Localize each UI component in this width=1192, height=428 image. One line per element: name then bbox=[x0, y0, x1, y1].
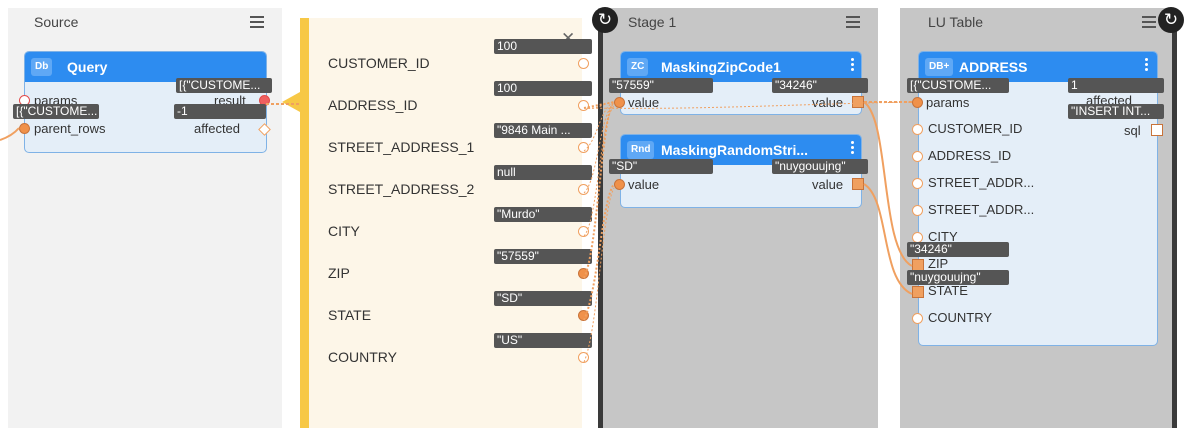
random-output-value-tag: "nuygouujng" bbox=[772, 159, 868, 174]
address-sql-value-tag: "INSERT INT... bbox=[1068, 104, 1164, 119]
field-port[interactable] bbox=[578, 352, 589, 363]
field-label: CITY bbox=[328, 223, 360, 239]
random-input-port[interactable] bbox=[614, 179, 625, 190]
fields-pointer-icon bbox=[282, 92, 300, 112]
field-value-tag: "US" bbox=[494, 333, 592, 348]
affected-label: affected bbox=[194, 121, 241, 136]
lu-field-port[interactable] bbox=[912, 205, 923, 216]
address-node[interactable]: DB+ ADDRESS bbox=[918, 51, 1158, 346]
random-output-label: value bbox=[812, 177, 844, 192]
lu-field-port[interactable] bbox=[912, 313, 923, 324]
field-label: ZIP bbox=[328, 265, 350, 281]
lu-field-port[interactable] bbox=[912, 151, 923, 162]
field-label: STREET_ADDRESS_2 bbox=[328, 181, 475, 197]
stage1-title: Stage 1 bbox=[628, 14, 677, 30]
field-port[interactable] bbox=[578, 310, 589, 321]
random-output-port[interactable] bbox=[852, 178, 864, 190]
field-port[interactable] bbox=[578, 100, 589, 111]
field-label: CUSTOMER_ID bbox=[328, 55, 430, 71]
field-value-tag: "Murdo" bbox=[494, 207, 592, 222]
field-port[interactable] bbox=[578, 58, 589, 69]
zip-output-port[interactable] bbox=[852, 96, 864, 108]
field-port[interactable] bbox=[578, 142, 589, 153]
query-node-title: Query bbox=[67, 59, 108, 75]
db-plus-badge-icon: DB+ bbox=[925, 58, 954, 76]
zip-input-port[interactable] bbox=[614, 97, 625, 108]
field-label: COUNTRY bbox=[328, 349, 397, 365]
lu-field-label: STREET_ADDR... bbox=[928, 202, 1035, 217]
field-value-tag: "9846 Main ... bbox=[494, 123, 592, 138]
lu-table-right-border bbox=[1172, 20, 1177, 428]
address-zip-value-tag: "34246" bbox=[907, 242, 1009, 257]
lu-field-label: CUSTOMER_ID bbox=[928, 121, 1023, 136]
address-node-menu-icon[interactable] bbox=[1145, 58, 1149, 73]
address-params-port[interactable] bbox=[912, 97, 923, 108]
source-menu-icon[interactable] bbox=[250, 16, 264, 28]
address-params-value-tag: [{"CUSTOME... bbox=[907, 78, 1009, 93]
query-node[interactable]: Db Query bbox=[24, 51, 267, 153]
zip-input-label: value bbox=[628, 95, 660, 110]
lu-table-menu-icon[interactable] bbox=[1142, 16, 1156, 28]
zip-node-header[interactable]: ZC MaskingZipCode1 bbox=[621, 52, 861, 82]
address-sql-label: sql bbox=[1124, 123, 1141, 138]
lu-field-label: ADDRESS_ID bbox=[928, 148, 1012, 163]
field-label: STATE bbox=[328, 307, 372, 323]
zip-badge-icon: ZC bbox=[627, 58, 649, 76]
field-value-tag: "57559" bbox=[494, 249, 592, 264]
field-label: ADDRESS_ID bbox=[328, 97, 418, 113]
lu-table-title: LU Table bbox=[928, 14, 984, 30]
address-state-value-tag: "nuygouujng" bbox=[907, 270, 1009, 285]
lu-field-port[interactable] bbox=[912, 286, 924, 298]
random-input-label: value bbox=[628, 177, 660, 192]
random-string-node-title: MaskingRandomStri... bbox=[661, 142, 809, 158]
field-value-tag: 100 bbox=[494, 81, 592, 96]
fields-panel-accent bbox=[300, 18, 309, 428]
zip-output-label: value bbox=[812, 95, 844, 110]
lu-field-label: STREET_ADDR... bbox=[928, 175, 1035, 190]
zip-input-value-tag: "57559" bbox=[609, 78, 713, 93]
field-port[interactable] bbox=[578, 268, 589, 279]
lu-table-refresh-icon[interactable]: ↻ bbox=[1158, 7, 1184, 33]
field-port[interactable] bbox=[578, 184, 589, 195]
field-label: STREET_ADDRESS_1 bbox=[328, 139, 475, 155]
zip-node-menu-icon[interactable] bbox=[851, 58, 855, 73]
random-input-value-tag: "SD" bbox=[609, 159, 713, 174]
affected-value-tag: -1 bbox=[174, 104, 266, 119]
lu-field-label: STATE bbox=[928, 283, 968, 298]
stage1-left-border bbox=[598, 20, 603, 428]
zip-output-value-tag: "34246" bbox=[772, 78, 868, 93]
field-port[interactable] bbox=[578, 226, 589, 237]
random-string-node-menu-icon[interactable] bbox=[851, 141, 855, 156]
source-title: Source bbox=[34, 14, 79, 30]
params-value-tag: [{"CUSTOME... bbox=[13, 104, 99, 119]
query-node-header[interactable]: Db Query bbox=[25, 52, 266, 82]
lu-field-port[interactable] bbox=[912, 124, 923, 135]
lu-field-label: CITY bbox=[928, 229, 958, 244]
db-badge-icon: Db bbox=[31, 58, 53, 76]
zip-node-title: MaskingZipCode1 bbox=[661, 59, 781, 75]
stage1-menu-icon[interactable] bbox=[846, 16, 860, 28]
field-value-tag: null bbox=[494, 165, 592, 180]
lu-field-port[interactable] bbox=[912, 178, 923, 189]
field-value-tag: 100 bbox=[494, 39, 592, 54]
parent-rows-label: parent_rows bbox=[34, 121, 106, 136]
lu-field-label: COUNTRY bbox=[928, 310, 993, 325]
address-affected-value-tag: 1 bbox=[1068, 78, 1164, 93]
address-node-header[interactable]: DB+ ADDRESS bbox=[919, 52, 1157, 82]
address-node-title: ADDRESS bbox=[959, 59, 1028, 75]
field-value-tag: "SD" bbox=[494, 291, 592, 306]
lu-field-label: ZIP bbox=[928, 256, 949, 271]
rnd-badge-icon: Rnd bbox=[627, 141, 655, 159]
result-value-tag: [{"CUSTOME... bbox=[176, 78, 272, 93]
address-sql-port[interactable] bbox=[1151, 124, 1163, 136]
address-params-label: params bbox=[926, 95, 970, 110]
parent-rows-port[interactable] bbox=[19, 123, 30, 134]
stage1-refresh-icon[interactable]: ↻ bbox=[592, 7, 618, 33]
